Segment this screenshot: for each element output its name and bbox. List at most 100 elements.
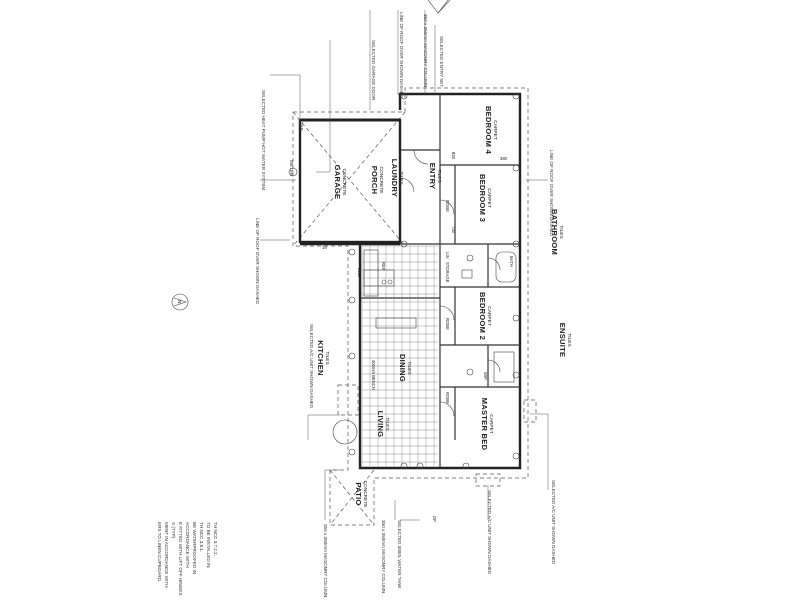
room-name: GARAGE <box>333 165 342 200</box>
storage-label: STORAGE <box>445 262 450 283</box>
room-label-porch: PORCH CONCRETE <box>370 166 384 195</box>
bath-fixtures <box>461 251 517 383</box>
roof-note: LINE OF ROOF OVER SHOWN DASHED <box>399 12 404 99</box>
column-marker <box>400 240 408 248</box>
linen-label: LIN <box>445 252 450 259</box>
room-label-bedroom4: BEDROOM 4 CARPET <box>484 106 498 155</box>
room-finish: TILES <box>558 225 564 238</box>
north-label: N <box>176 300 182 304</box>
room-finish: CARPET <box>488 414 494 434</box>
dim-2100: 2100 <box>357 268 362 278</box>
room-finish: CARPET <box>486 188 492 208</box>
general-note-line: ACCORDANCE WITH <box>185 522 190 568</box>
column-note: 350 x 350mm MASONRY COLUMN <box>381 520 386 593</box>
roof-note: LINE OF ROOF OVER SHOWN DASHED <box>549 150 554 237</box>
room-label-bedroom3: BEDROOM 3 CARPET <box>478 174 492 222</box>
column-marker <box>400 462 408 470</box>
internal-walls <box>360 94 520 468</box>
dim-820: 820 <box>451 152 456 160</box>
room-name: PORCH <box>370 166 379 195</box>
general-note-line: MENT IN ACCORDANCE WITH <box>164 522 169 588</box>
room-label-living: LIVING TILES <box>376 411 390 438</box>
room-finish: CONCRETE <box>341 169 347 196</box>
room-name: PATIO <box>354 482 363 505</box>
room-finish: TILES <box>384 417 390 430</box>
room-name: BEDROOM 4 <box>484 106 493 155</box>
column-marker <box>512 314 520 322</box>
door-swings <box>399 149 501 417</box>
dp-label: DP <box>432 516 437 522</box>
column-marker <box>512 92 520 100</box>
ac-unit-note: SELECTED A/C UNIT SHOWN DASHED <box>551 480 556 565</box>
room-name: MASTER BED <box>480 398 489 451</box>
tap-note: TAP <box>299 122 304 131</box>
column-marker <box>512 371 520 379</box>
annotations: SELECTED GARAGE DOOR LINE OF ROOF OVER S… <box>255 12 556 597</box>
room-finish: TILES <box>566 333 572 346</box>
column-marker <box>512 452 520 460</box>
room-name: BATHROOM <box>550 209 559 255</box>
column-marker <box>512 240 520 248</box>
ac-unit-note: SELECTED A/C UNIT SHOWN DASHED <box>309 324 314 409</box>
bench-label: 300mm BENCH <box>371 360 376 390</box>
column-marker <box>348 248 356 256</box>
robe-label: ROBE <box>445 318 450 330</box>
room-label-entry: ENTRY TILES <box>428 163 442 190</box>
bath-label: BATH <box>509 256 514 267</box>
room-name: ENTRY <box>428 163 437 190</box>
room-label-ensuite: ENSUITE TILES <box>558 323 572 358</box>
water-tank-note: SELECTED 3000L WATER TANK <box>397 520 402 590</box>
general-note-line: TH NCC 3.8.1. <box>199 522 204 552</box>
room-name: KITCHEN <box>316 340 325 375</box>
column-marker <box>348 352 356 360</box>
column-marker <box>512 164 520 172</box>
room-label-patio: PATIO CONCRETE <box>354 481 368 508</box>
general-note-line: TH NCC 3.7.2.2. <box>213 522 218 556</box>
room-label-master: MASTER BED CARPET <box>480 398 494 451</box>
ac-unit-note: SELECTED A/C UNIT SHOWN DASHED <box>487 490 492 575</box>
dim-380: 380 <box>500 156 508 161</box>
room-label-bedroom2: BEDROOM 2 CARPET <box>478 292 492 340</box>
room-finish: TILES <box>324 351 330 364</box>
kitchen-bench <box>363 249 417 329</box>
room-label-garage: GARAGE CONCRETE <box>333 165 347 200</box>
room-finish: CARPET <box>492 120 498 140</box>
dimension-labels: 380 820 720 2100 19 <box>322 152 508 278</box>
ref-label: REF <box>381 262 386 271</box>
room-finish: TILES <box>436 169 442 182</box>
room-finish: TILES <box>406 361 412 374</box>
meter-note: METER <box>289 160 294 177</box>
column-markers <box>348 92 520 470</box>
robe-label: ROBE <box>445 200 450 212</box>
column-marker <box>462 462 470 470</box>
entry-set-note: SELECTED ENTRY SET <box>439 36 444 87</box>
column-marker <box>416 462 424 470</box>
general-note-line: S (TYP) <box>171 522 176 539</box>
robe-label: ROBE <box>445 392 450 404</box>
room-finish: CARPET <box>486 306 492 326</box>
room-finish: CONCRETE <box>362 481 368 508</box>
room-label-kitchen: KITCHEN TILES <box>316 340 330 375</box>
general-note-line: BE WATERPROOFED IN <box>192 522 197 574</box>
room-name: BEDROOM 3 <box>478 174 487 222</box>
room-label-dining: DINING TILES <box>398 354 412 382</box>
room-name: LAUNDRY <box>390 159 399 198</box>
wip-label: WIP <box>483 372 488 380</box>
garage-door-note: SELECTED GARAGE DOOR <box>371 40 376 101</box>
heat-pump-note: SELECTED HEAT PUMP HOT WATER SYSTEM <box>261 90 266 190</box>
north-symbol: N <box>171 293 189 311</box>
column-marker <box>348 448 356 456</box>
room-finish: TILES <box>398 171 404 184</box>
general-note-line: E FITTED WITH LIFT OFF HINGES <box>178 522 183 595</box>
room-label-laundry: LAUNDRY TILES <box>390 159 404 198</box>
general-note-line: ERS TO LINEN CUPBOARD. <box>157 522 162 582</box>
room-name: LIVING <box>376 411 385 438</box>
leader-lines <box>260 10 549 521</box>
dim-720: 720 <box>451 226 456 234</box>
roof-note: LINE OF ROOF OVER SHOWN DASHED <box>255 218 260 305</box>
fixture-labels: ROBE ROBE ROBE LIN STORAGE BATH WIP REF … <box>371 200 514 404</box>
column-note: 350 x 350mm MASONRY COLUMN <box>423 14 428 87</box>
room-name: BEDROOM 2 <box>478 292 487 340</box>
general-note-line: TO BE INSTALLED IN <box>206 522 211 568</box>
site-services <box>288 167 537 487</box>
